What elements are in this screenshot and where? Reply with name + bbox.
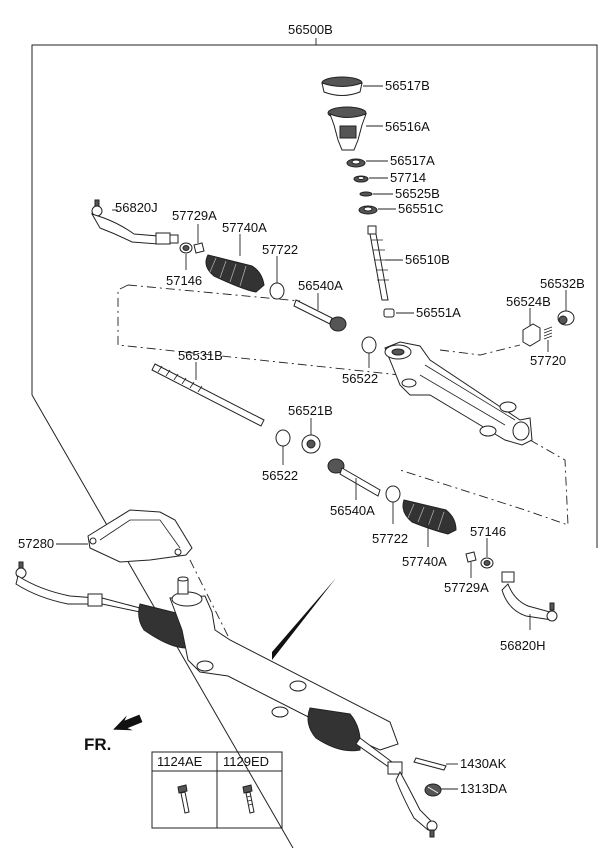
label-56540A-top: 56540A: [298, 278, 343, 293]
label-57722-left: 57722: [262, 242, 298, 257]
part-57722-clamp-right: [385, 485, 401, 503]
label-56522-lower: 56522: [262, 468, 298, 483]
part-57722-clamp-left: [269, 282, 285, 300]
label-57720: 57720: [530, 353, 566, 368]
part-56820J-tie-rod-end: [90, 199, 179, 245]
part-57714-nut: [353, 175, 369, 183]
part-gear-housing: [384, 341, 533, 446]
part-56522-ring-upper: [361, 336, 377, 354]
front-direction-arrow-icon: [113, 714, 143, 731]
part-56540A-inner-rod-lower: [327, 458, 381, 497]
part-57280-bracket: [87, 509, 193, 563]
label-57729A-left: 57729A: [172, 208, 217, 223]
bolt-1124AE-icon: [177, 784, 190, 814]
direction-label: FR.: [84, 735, 111, 754]
label-57729A-right: 57729A: [444, 580, 489, 595]
part-57146-nut-left: [179, 242, 193, 254]
assembly-label: 56500B: [288, 22, 333, 37]
label-57146-left: 57146: [166, 273, 202, 288]
part-56516A-cover: [327, 106, 367, 151]
part-56521B-bushing: [301, 434, 321, 454]
part-56510B-pinion: [367, 225, 389, 301]
guide-line-left: [117, 284, 401, 376]
label-56540A-bottom: 56540A: [330, 503, 375, 518]
part-56524B-yoke: [522, 323, 541, 347]
part-57740A-boot-left: [205, 254, 265, 293]
part-57729A-clip-right: [465, 551, 477, 563]
part-56551C-seal: [358, 205, 378, 215]
part-57740A-boot-right: [402, 499, 457, 535]
part-57720-spring: [543, 326, 553, 340]
label-56531B: 56531B: [178, 348, 223, 363]
part-56820H-tie-rod-end: [501, 571, 558, 622]
bolt-1129ED-icon: [242, 784, 255, 814]
label-56521B: 56521B: [288, 403, 333, 418]
part-56525B-ring: [359, 191, 373, 197]
part-56551A-bushing: [383, 308, 395, 318]
part-57146-nut-right: [480, 557, 494, 569]
label-56525B: 56525B: [395, 186, 440, 201]
label-56551A: 56551A: [416, 305, 461, 320]
label-56517A: 56517A: [390, 153, 435, 168]
part-57729A-clip-left: [193, 242, 205, 254]
part-56540A-inner-rod-upper: [293, 299, 347, 332]
label-56522-upper: 56522: [342, 371, 378, 386]
label-56516A: 56516A: [385, 119, 430, 134]
label-56510B: 56510B: [405, 252, 450, 267]
part-1313DA-castle-nut: [424, 783, 442, 797]
label-56532B: 56532B: [540, 276, 585, 291]
fastener-table: 1124AE 1129ED: [151, 751, 283, 829]
label-56820J: 56820J: [115, 200, 158, 215]
label-1430AK: 1430AK: [460, 756, 507, 771]
label-56820H: 56820H: [500, 638, 546, 653]
part-56517B-cap: [321, 76, 363, 96]
label-57280: 57280: [18, 536, 54, 551]
label-57714: 57714: [390, 170, 426, 185]
part-56522-ring-lower: [275, 429, 291, 447]
label-57722-right: 57722: [372, 531, 408, 546]
label-57740A-left: 57740A: [222, 220, 267, 235]
guide-line-right-upper: [439, 344, 521, 356]
part-1430AK-cotter-pin: [413, 757, 447, 771]
label-56517B: 56517B: [385, 78, 430, 93]
guide-line-right: [399, 439, 569, 526]
label-1313DA: 1313DA: [460, 781, 507, 796]
table-header-1124AE: 1124AE: [157, 754, 203, 769]
assembly-frame: [31, 44, 598, 548]
label-57146-right: 57146: [470, 524, 506, 539]
table-header-1129ED: 1129ED: [223, 754, 269, 769]
part-56531B-rack: [151, 363, 265, 427]
label-56551C: 56551C: [398, 201, 444, 216]
part-56517A-washer: [346, 158, 366, 168]
label-57740A-right: 57740A: [402, 554, 447, 569]
part-56532B-plug: [557, 310, 575, 326]
guide-line-bracket: [189, 559, 231, 641]
detail-pointer-wedge: [272, 578, 336, 660]
assembled-steering-gear: [15, 561, 438, 838]
label-56524B: 56524B: [506, 294, 551, 309]
